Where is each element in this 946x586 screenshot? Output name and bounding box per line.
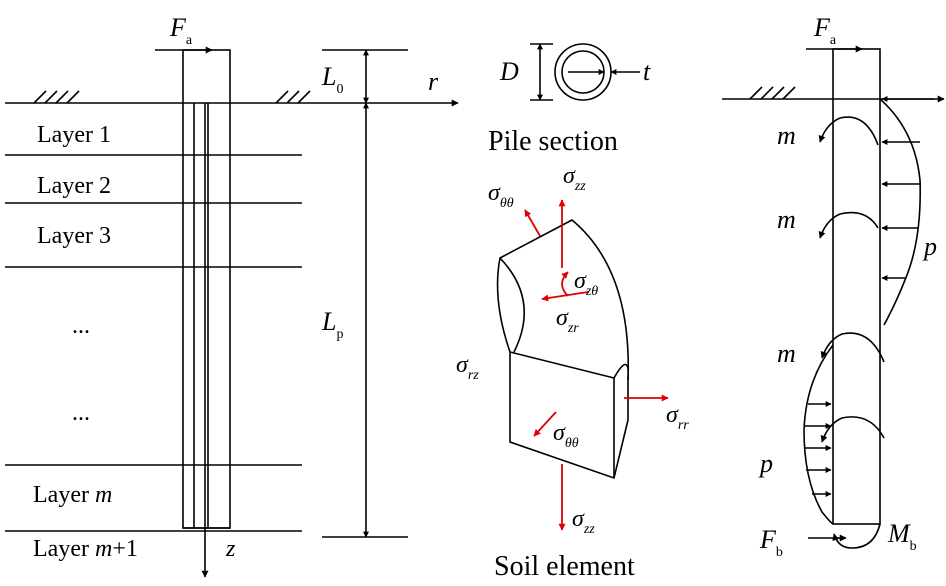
moment-arc [820,332,885,363]
z-axis-label: z [225,536,236,562]
szr-arrow [541,291,589,302]
stress-label: σθθ [488,180,514,211]
stress-label: σzr [556,305,579,336]
base-force-label: Fb [759,525,783,560]
right-force-fa-label: Fa [813,13,837,48]
soil-element-caption: Soil element [494,551,635,582]
moment-arc [818,211,879,239]
pile-section-caption: Pile section [488,126,618,157]
base-moment-label: Mb [887,519,917,554]
right-panel: Fa p m m m p Fb Mb [722,13,945,560]
layer-label: Layer 3 [37,223,111,249]
moment-label: m [777,121,796,150]
stress-label: σrr [666,402,689,433]
layer-label: Layer 2 [37,173,111,199]
right-pile [832,48,881,525]
layer-label: Layer 1 [37,122,111,148]
lower-pressure-arrows [804,401,832,497]
left-panel: z Fa L0 r Lp Layer 1 Layer 2 Layer 3 ...… [5,13,459,578]
stt-top-arrow [524,209,541,237]
lp-label: Lp [321,307,343,342]
moment-arc [820,416,885,443]
layer-label: Layer m+1 [33,536,138,562]
l0-label: L0 [321,62,343,97]
lower-pressure-curve [803,344,834,525]
diameter-label: D [499,57,519,86]
right-ground-hatch [749,86,796,100]
base-moment-arc [832,523,881,549]
layer-labels: Layer 1 Layer 2 Layer 3 ... ... Layer m … [33,122,138,562]
szt-arrow [561,271,569,297]
stress-label: σzθ [574,268,598,299]
moment-label: m [777,205,796,234]
ground-hatch-left [33,90,80,104]
thickness-label: t [643,57,651,86]
upper-pressure-label: p [922,232,937,261]
r-axis-label: r [428,67,439,96]
layer-boundaries [5,154,302,532]
soil-element: σzz σθθ σzθ σzr σrz σrr σθθ σzz Soil ele… [456,163,689,582]
moment-label: m [777,339,796,368]
upper-pressure-curve [879,98,922,326]
layer-label: ... [72,400,90,426]
stress-label: σrz [456,352,479,383]
upper-pressure-arrows [881,96,934,281]
lower-pressure-label: p [758,449,773,478]
stress-label: σzz [563,163,586,194]
moment-arc [818,116,879,146]
layer-label: ... [72,313,90,339]
ground-hatch-right [275,90,311,104]
layer-label: Layer m [33,482,112,508]
stt-front-arrow [533,411,557,437]
stress-label: σzz [572,506,595,537]
force-fa-label: Fa [169,13,193,48]
stress-label: σθθ [553,420,579,451]
pile-section: D t Pile section [488,43,651,157]
pile-outer [182,49,231,529]
